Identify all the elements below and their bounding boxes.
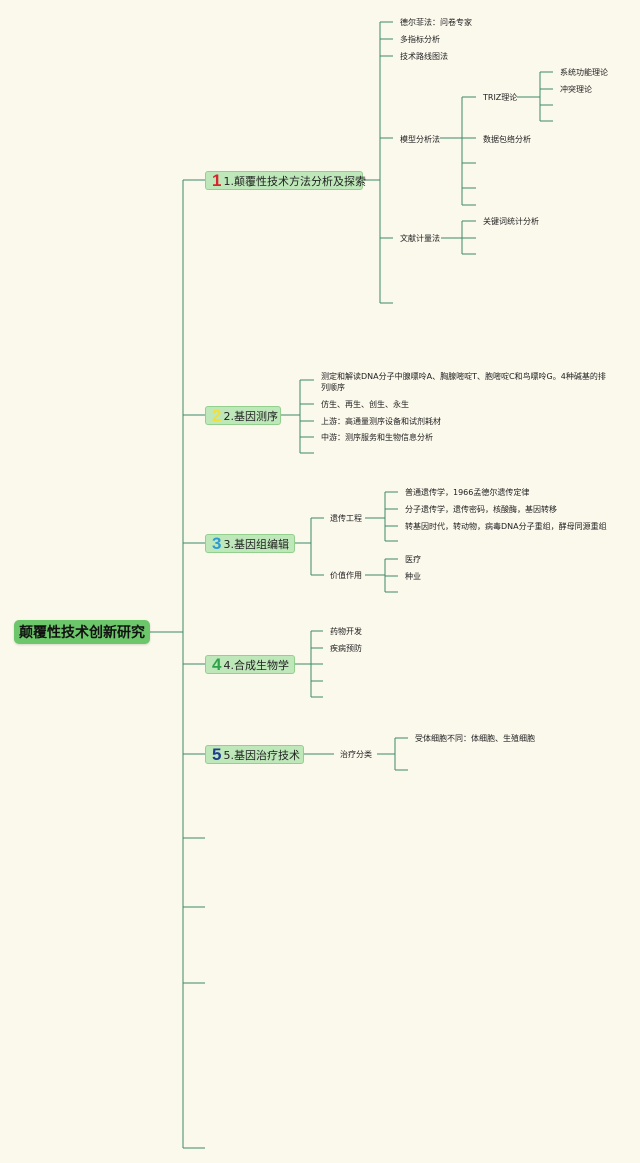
node-molecular-genetics[interactable]: 分子遗传学，遗传密码，核酸酶，基因转移 xyxy=(405,505,557,514)
node-medical[interactable]: 医疗 xyxy=(405,555,421,564)
node-dna-sequencing[interactable]: 测定和解读DNA分子中腺嘌呤A、胸腺嘧啶T、胞嘧啶C和鸟嘌呤G。4种碱基的排列顺… xyxy=(321,372,606,392)
node-bionic[interactable]: 仿生、再生、创生、永生 xyxy=(321,400,409,409)
branch-2[interactable]: 2 2.基因测序 xyxy=(205,406,281,425)
node-triz[interactable]: TRIZ理论 xyxy=(483,93,518,102)
node-system-function[interactable]: 系统功能理论 xyxy=(560,68,608,77)
node-value[interactable]: 价值作用 xyxy=(330,571,362,580)
node-delphi[interactable]: 德尔菲法：问卷专家 xyxy=(400,18,472,27)
branch-number-badge: 3 xyxy=(212,534,222,553)
node-bibliometric[interactable]: 文献计量法 xyxy=(400,234,440,243)
node-multi-index[interactable]: 多指标分析 xyxy=(400,35,440,44)
branch-number-badge: 2 xyxy=(212,406,222,425)
branch-number-badge: 4 xyxy=(212,655,222,674)
branch-3[interactable]: 3 3.基因组编辑 xyxy=(205,534,295,553)
branch-5[interactable]: 5 5.基因治疗技术 xyxy=(205,745,304,764)
node-dea[interactable]: 数据包络分析 xyxy=(483,135,531,144)
branch-label: 5.基因治疗技术 xyxy=(223,748,300,762)
branch-label: 1.颠覆性技术方法分析及探索 xyxy=(223,174,366,188)
root-topic[interactable]: 颠覆性技术创新研究 xyxy=(14,620,150,644)
branch-4[interactable]: 4 4.合成生物学 xyxy=(205,655,295,674)
branch-label: 3.基因组编辑 xyxy=(223,537,289,551)
node-roadmap[interactable]: 技术路线图法 xyxy=(400,52,448,61)
branch-label: 4.合成生物学 xyxy=(223,658,289,672)
node-conflict[interactable]: 冲突理论 xyxy=(560,85,592,94)
node-receptor-cells[interactable]: 受体细胞不同：体细胞、生殖细胞 xyxy=(415,734,535,743)
branch-number-badge: 1 xyxy=(212,171,222,190)
node-upstream[interactable]: 上游：高通量测序设备和试剂耗材 xyxy=(321,417,441,426)
node-model-analysis[interactable]: 模型分析法 xyxy=(400,135,440,144)
branch-label: 2.基因测序 xyxy=(223,409,278,423)
node-drug-development[interactable]: 药物开发 xyxy=(330,627,362,636)
branch-1[interactable]: 1 1.颠覆性技术方法分析及探索 xyxy=(205,171,366,190)
node-transgenic-era[interactable]: 转基因时代，转动物，病毒DNA分子重组，酵母同源重组 xyxy=(405,522,607,531)
node-general-genetics[interactable]: 普通遗传学，1966孟德尔遗传定律 xyxy=(405,488,530,497)
branch-number-badge: 5 xyxy=(212,745,222,764)
node-therapy-classification[interactable]: 治疗分类 xyxy=(340,750,372,759)
node-midstream[interactable]: 中游：测序服务和生物信息分析 xyxy=(321,433,433,442)
node-seed-industry[interactable]: 种业 xyxy=(405,572,421,581)
node-keyword-stats[interactable]: 关键词统计分析 xyxy=(483,217,539,226)
node-disease-prevention[interactable]: 疾病预防 xyxy=(330,644,362,653)
node-genetic-engineering[interactable]: 遗传工程 xyxy=(330,514,362,523)
